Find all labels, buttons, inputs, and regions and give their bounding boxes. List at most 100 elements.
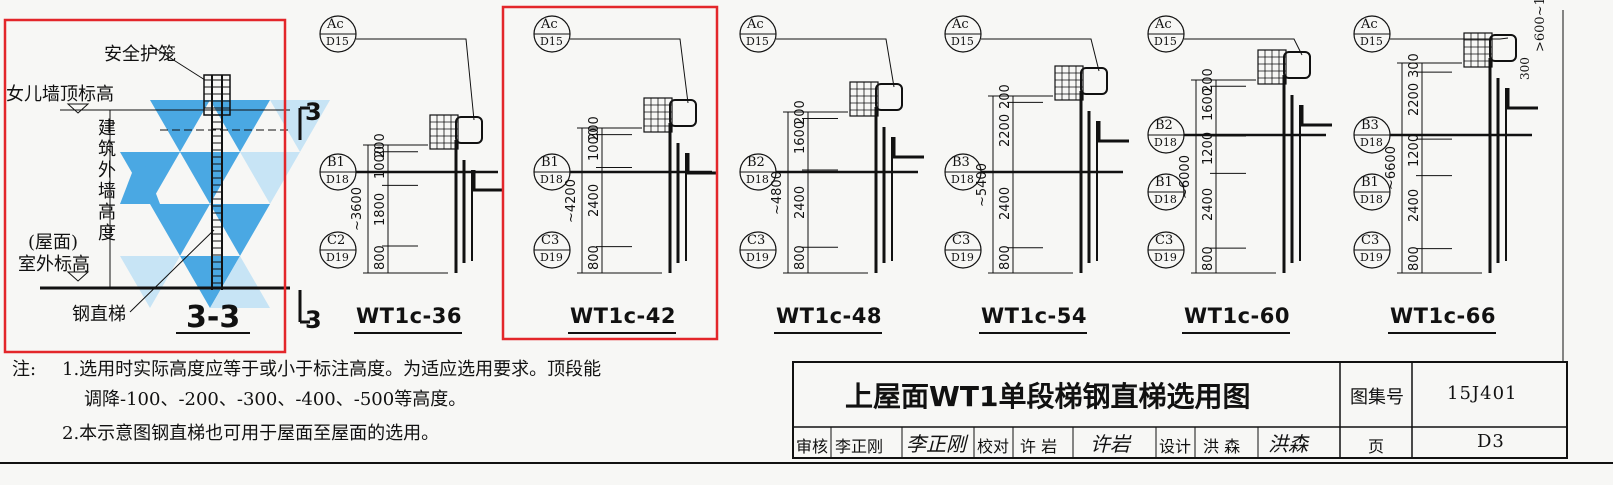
top-platform <box>455 116 483 144</box>
ref-page: D18 <box>540 173 563 186</box>
reviewer-signature: 李正刚 <box>906 432 966 456</box>
segment-label: 200 <box>1201 68 1216 94</box>
atlas-code: 15J401 <box>1447 383 1518 404</box>
notes-line-2: 调降-100、-200、-300、-400、-500等高度。 <box>84 389 467 410</box>
ref-page: D18 <box>1360 136 1383 149</box>
ladder-wt1c-54 <box>944 15 1129 334</box>
ladder-caption: WT1c-42 <box>570 304 676 328</box>
ref-code: Ac <box>1361 17 1378 32</box>
ladder-wt1c-66 <box>1353 15 1538 334</box>
highlight-box-detail <box>3 18 287 354</box>
section-detail-drawing <box>40 44 310 334</box>
ref-page: D19 <box>1360 251 1383 264</box>
roof-edge <box>1300 105 1332 127</box>
ref-page: D19 <box>326 251 349 264</box>
side-dim-range: >600~1200 <box>1533 0 1548 52</box>
page-label: 页 <box>1368 437 1385 456</box>
top-platform <box>1283 51 1311 79</box>
check-label: 校对 <box>977 437 1010 456</box>
segment-label: 2400 <box>1201 187 1216 221</box>
segment-label: 800 <box>373 244 388 270</box>
ref-code: C3 <box>1361 233 1380 248</box>
total-height-label: ~4200 <box>564 178 579 223</box>
total-height-label: ~6600 <box>1384 146 1399 190</box>
segment-label: 2400 <box>793 185 808 219</box>
title-block-frame <box>792 361 1568 459</box>
page-code: D3 <box>1477 431 1505 452</box>
ref-page: D19 <box>951 251 974 264</box>
segment-label: 800 <box>998 245 1013 271</box>
safety-guard-cage <box>203 74 231 116</box>
watermark-triangle <box>180 152 240 204</box>
leader-ladder <box>129 229 215 313</box>
ref-page: D15 <box>951 35 974 48</box>
designer-signature: 洪森 <box>1268 432 1308 456</box>
ref-code: B3 <box>952 155 970 170</box>
review-label: 审核 <box>796 437 829 456</box>
ref-leader <box>356 38 475 121</box>
segment-label: 1200 <box>1201 131 1216 165</box>
total-height-label: ~3600 <box>350 187 365 231</box>
ladder-caption: WT1c-60 <box>1184 304 1290 328</box>
checker-name: 许 岩 <box>1020 437 1058 456</box>
top-platform <box>669 99 697 127</box>
segment-label: 2400 <box>587 183 602 218</box>
label-wall-height: 建筑外墙高度 <box>98 118 116 244</box>
drawing-title: 上屋面WT1单段梯钢直梯选用图 <box>845 380 1251 413</box>
ref-code: B1 <box>1155 175 1173 190</box>
ref-page: D18 <box>1154 136 1177 149</box>
segment-label: 200 <box>793 100 808 126</box>
ref-code: Ac <box>952 17 969 32</box>
ladder-caption: WT1c-66 <box>1390 304 1496 328</box>
ref-page: D15 <box>746 35 769 48</box>
atlas-label: 图集号 <box>1350 387 1404 408</box>
ref-code: B1 <box>327 155 345 170</box>
ref-code: B2 <box>747 155 765 170</box>
ref-page: D18 <box>746 173 769 186</box>
ref-page: D15 <box>326 35 349 48</box>
segment-label: 2200 <box>998 113 1013 148</box>
ladder-wt1c-60 <box>1147 15 1332 334</box>
ref-code: B2 <box>1155 118 1173 133</box>
label-safety-guard: 安全护笼 <box>104 44 176 65</box>
ref-page: D19 <box>540 251 563 264</box>
ladder-caption: WT1c-48 <box>776 304 882 328</box>
watermark-triangle <box>120 152 160 204</box>
notes-line-3: 2.本示意图钢直梯也可用于屋面至屋面的选用。 <box>62 423 440 444</box>
ref-code: C3 <box>541 233 560 248</box>
ref-page: D18 <box>1154 193 1177 206</box>
section-mark-top: 3 <box>305 98 322 126</box>
watermark-triangle <box>120 256 180 308</box>
watermark-triangle <box>210 256 270 308</box>
segment-label: 200 <box>587 116 602 142</box>
label-ground-roof: (屋面) <box>28 232 79 253</box>
label-parapet-top: 女儿墙顶标高 <box>6 84 114 105</box>
top-platform <box>1489 34 1517 62</box>
roof-edge <box>1506 88 1538 110</box>
checker-signature: 许岩 <box>1090 432 1130 456</box>
total-height-label: ~5400 <box>975 162 990 207</box>
ref-code: C3 <box>952 233 971 248</box>
leader-guard <box>149 44 206 81</box>
ladder-wt1c-36 <box>319 15 504 334</box>
ref-page: D19 <box>746 251 769 264</box>
ladder-wt1c-48 <box>739 15 924 334</box>
segment-label: 800 <box>1407 245 1422 271</box>
ref-page: D15 <box>540 35 563 48</box>
ref-code: B1 <box>1361 175 1379 190</box>
ref-code: B3 <box>1361 118 1379 133</box>
side-dim-label: 300 <box>1518 57 1532 80</box>
ladder-wt1c-42 <box>533 15 718 334</box>
ref-page: D19 <box>1154 251 1177 264</box>
roof-edge <box>892 137 924 159</box>
segment-label: 1600 <box>793 121 808 155</box>
top-platform <box>1080 67 1108 95</box>
watermark-triangle <box>150 204 210 256</box>
total-height-label: ~4800 <box>770 170 785 215</box>
label-steel-ladder: 钢直梯 <box>72 304 126 325</box>
section-cut-top <box>298 106 310 140</box>
level-marker-bottom <box>66 271 90 282</box>
ref-page: D18 <box>1360 193 1383 206</box>
ref-page: D18 <box>326 173 349 186</box>
ref-code: C2 <box>327 233 346 248</box>
